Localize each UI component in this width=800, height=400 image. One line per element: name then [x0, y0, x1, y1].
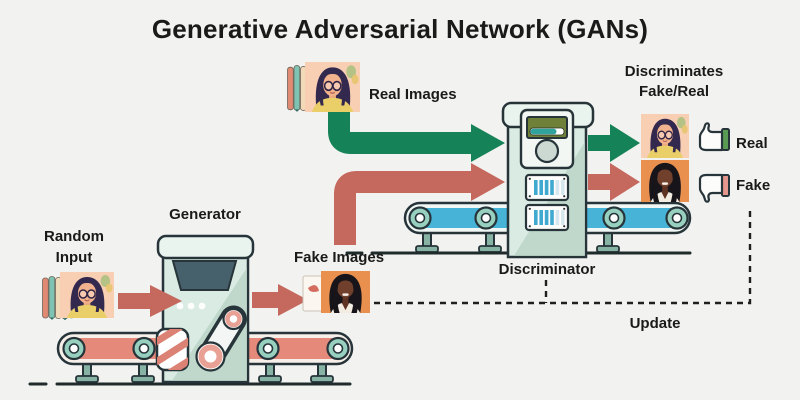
- generator-label: Generator: [169, 206, 241, 223]
- arrow-discriminator-to-fake: [588, 163, 640, 201]
- belt-rollers: [62, 336, 350, 361]
- conveyor-foot: [596, 245, 620, 253]
- fake-verdict-label: Fake: [736, 177, 771, 194]
- lens-circle: [534, 138, 560, 164]
- thumbs-up-icon: [698, 122, 730, 152]
- arrow-generator-to-fake: [252, 284, 308, 316]
- update-label: Update: [629, 315, 681, 332]
- machine-cap: [156, 234, 255, 260]
- real-verdict-label: Real: [736, 135, 768, 152]
- discriminates-label: Discriminates Fake/Real: [624, 63, 724, 100]
- arrow-fake-to-discriminator: [334, 163, 505, 245]
- random-input-label: Random Input: [44, 228, 104, 266]
- discriminator-label: Discriminator: [498, 261, 596, 278]
- thumbs-down-icon: [698, 173, 730, 203]
- discriminator-machine: [501, 101, 595, 259]
- arrow-input-to-generator: [118, 285, 182, 317]
- indicator-dots: [176, 302, 206, 310]
- conveyor-foot: [75, 375, 99, 383]
- conveyor-foot: [478, 245, 502, 253]
- generator-conveyor: [28, 331, 354, 386]
- real-output-thumbnail: [641, 114, 689, 158]
- belt-rollers: [408, 206, 689, 230]
- real-images-label: Real Images: [369, 86, 457, 103]
- fake-output-thumbnail: [641, 160, 689, 202]
- conveyor-foot: [415, 245, 439, 253]
- barcode-panel: [524, 173, 570, 202]
- conveyor-foot: [310, 375, 334, 383]
- barcode-panel: [524, 203, 570, 232]
- striped-package: [155, 327, 190, 372]
- generator-machine: [155, 234, 255, 384]
- random-input-thumbnail: [42, 272, 114, 320]
- conveyor-foot: [131, 375, 155, 383]
- fake-images-thumbnail: [302, 271, 370, 313]
- conveyor-foot: [258, 375, 282, 383]
- page-title: Generative Adversarial Network (GANs): [151, 14, 649, 44]
- progress-fill: [530, 128, 557, 135]
- generator-screen: [171, 260, 238, 291]
- pulley-belt: [195, 305, 247, 372]
- fake-images-label: Fake Images: [294, 249, 385, 266]
- arrow-real-to-discriminator: [328, 106, 505, 162]
- update-feedback-path: [374, 208, 752, 305]
- arrow-discriminator-to-real: [588, 124, 640, 162]
- real-images-thumbnail: [287, 62, 360, 112]
